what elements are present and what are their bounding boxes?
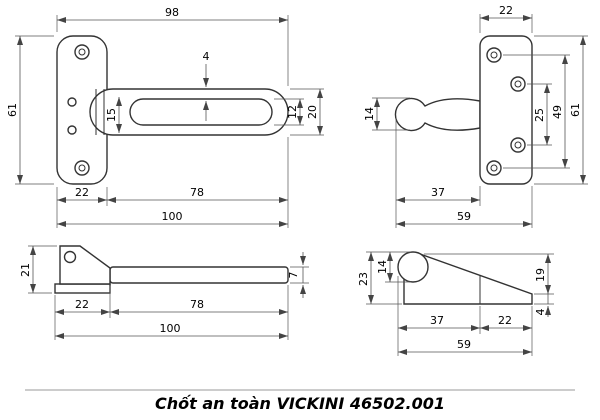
dim-knob-height: 14 [363, 97, 410, 131]
latch-hinge-lines [95, 89, 105, 135]
dim-arm-end-height: 20 [290, 88, 324, 136]
dim-tail-thickness: 4 [534, 294, 554, 317]
latch-arm-slot [129, 98, 273, 126]
pivot-hole-upper [67, 97, 77, 107]
extension-lines [503, 54, 570, 169]
dim-keeper-total-height: 23 [357, 251, 411, 305]
view-side-keeper: 23 14 19 4 37 22 59 [357, 251, 554, 356]
view-front-keeper: 22 14 25 49 61 37 59 [363, 4, 588, 228]
dim-label-plate-width: 22 [75, 186, 89, 199]
dim-base-length: 22 [480, 306, 533, 356]
latch-base-plate [54, 283, 111, 294]
dim-label-hole-span: 49 [551, 105, 564, 119]
latch-bar [109, 266, 289, 284]
dim-label-keeper-total-width-side: 59 [457, 338, 471, 351]
dim-bar-thickness: 7 [287, 252, 309, 298]
screw-hole-bottom-inner [78, 164, 86, 172]
dim-label-base-length: 22 [498, 314, 512, 327]
dim-label-keeper-knob-height-side: 14 [376, 260, 389, 274]
pivot-hole-lower [67, 125, 77, 135]
dim-label-plate-height: 61 [6, 103, 19, 117]
keeper-hole-2-inner [514, 80, 522, 88]
dim-width-top: 98 [56, 6, 289, 86]
keeper-hole-1-inner [490, 51, 498, 59]
keeper-hole-3-inner [514, 141, 522, 149]
view-side-latch: 21 7 22 78 100 [19, 245, 309, 340]
dim-keeper-total-width-side: 59 [398, 338, 532, 355]
dim-keeper-plate-width: 22 [479, 4, 533, 33]
dim-label-bar-thickness: 7 [287, 272, 300, 279]
dim-wedge-height: 19 [424, 253, 554, 295]
extension-lines [15, 35, 54, 185]
dim-label-keeper-total-height: 23 [357, 272, 370, 286]
screw-hole-bottom [74, 160, 90, 176]
dim-label-keeper-plate-height: 61 [569, 103, 582, 117]
dim-arm-inner-height: 15 [105, 97, 122, 133]
dim-label-side-total-length: 100 [160, 322, 181, 335]
dim-side-plate-width: 22 [54, 286, 111, 340]
extension-lines [395, 118, 481, 228]
dim-hole-pitch: 25 [527, 83, 552, 146]
extension-lines [28, 245, 57, 294]
extension-lines [424, 253, 554, 295]
keeper-hole-4 [486, 160, 502, 176]
dim-side-arm-length: 78 [110, 285, 289, 340]
view-front-latch: 98 4 61 15 12 20 22 [6, 6, 324, 228]
dim-label-slot-height: 12 [286, 105, 299, 119]
dim-plate-height: 61 [6, 35, 54, 185]
dim-label-hole-pitch: 25 [533, 108, 546, 122]
keeper-knob [394, 97, 481, 132]
dim-plate-width: 22 [56, 186, 108, 228]
dim-label-side-plate-width: 22 [75, 298, 89, 311]
dim-arm-length: 78 [107, 137, 289, 228]
caption-area: Chốt an toàn VICKINI 46502.001 [25, 389, 575, 413]
dim-label-width-top: 98 [165, 6, 179, 19]
dim-label-arm-length: 78 [190, 186, 204, 199]
dim-label-keeper-plate-width: 22 [499, 4, 513, 17]
dim-wall-thickness: 4 [203, 50, 210, 121]
dim-bracket-height: 21 [19, 245, 57, 294]
dim-hole-span: 49 [503, 54, 570, 169]
dim-keeper-total-width: 59 [396, 186, 533, 228]
dim-label-arm-end-height: 20 [306, 105, 319, 119]
dim-total-length: 100 [57, 210, 288, 227]
keeper-hole-2 [510, 76, 526, 92]
extension-lines [54, 286, 111, 340]
dim-label-wedge-height: 19 [534, 268, 547, 282]
dim-side-total-length: 100 [55, 322, 288, 339]
latch-pivot-knuckle [63, 250, 77, 264]
dim-knob-reach-side: 37 [397, 276, 481, 356]
keeper-hole-4-inner [490, 164, 498, 172]
dim-label-wall-thickness: 4 [203, 50, 210, 63]
dim-label-knob-reach-side: 37 [430, 314, 444, 327]
dim-knob-reach: 37 [395, 118, 481, 228]
dim-label-knob-reach: 37 [431, 186, 445, 199]
drawing-caption: Chốt an toàn VICKINI 46502.001 [155, 394, 445, 413]
dim-label-side-arm-length: 78 [190, 298, 204, 311]
keeper-knob-side [397, 251, 429, 283]
dim-label-knob-height: 14 [363, 107, 376, 121]
dim-label-tail-thickness: 4 [534, 309, 547, 316]
dim-label-arm-inner-height: 15 [105, 108, 118, 122]
dim-label-keeper-total-width: 59 [457, 210, 471, 223]
keeper-hole-1 [486, 47, 502, 63]
dim-slot-height: 12 [274, 98, 304, 126]
screw-hole-top [74, 44, 90, 60]
dim-keeper-plate-height: 61 [534, 35, 588, 185]
extension-lines [534, 35, 588, 185]
keeper-hole-3 [510, 137, 526, 153]
dim-label-total-length: 100 [162, 210, 183, 223]
dim-label-bracket-height: 21 [19, 263, 32, 277]
extension-lines [290, 266, 309, 284]
screw-hole-top-inner [78, 48, 86, 56]
dim-keeper-knob-height-side: 14 [376, 252, 411, 283]
